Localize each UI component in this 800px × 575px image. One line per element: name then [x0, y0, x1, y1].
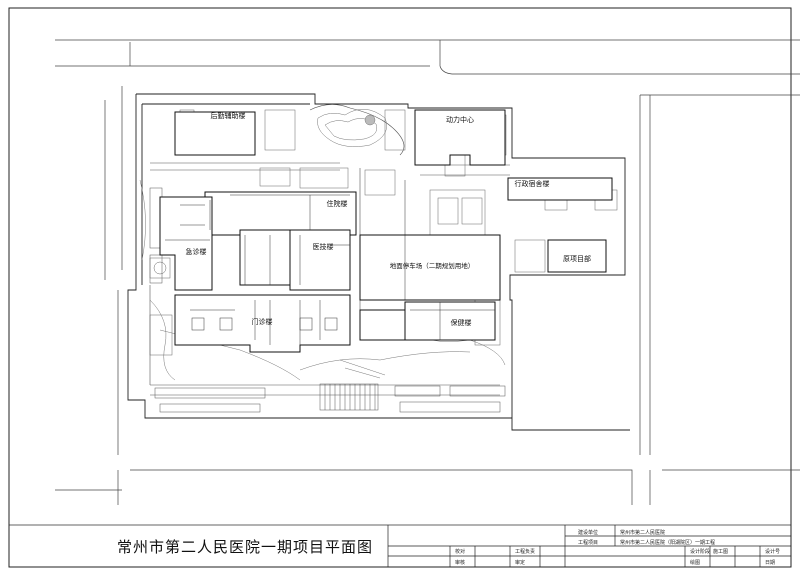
tb-design-stage-label: 设计阶段	[690, 549, 711, 555]
label-healthcare: 保健楼	[451, 318, 472, 327]
parking-rows	[149, 187, 506, 413]
label-parking: 地面停车场（二期规划用地）	[390, 261, 475, 270]
building-core	[239, 229, 291, 286]
drawing-title: 常州市第二人民医院一期项目平面图	[116, 538, 373, 556]
building-power-center	[414, 109, 506, 166]
sheet-border	[8, 7, 792, 568]
building-healthcare	[404, 301, 496, 341]
tb-audit-label: 审核	[455, 560, 466, 566]
site-boundary	[127, 93, 630, 431]
building-interiors	[165, 194, 495, 345]
label-original-project: 原项目部	[563, 254, 591, 263]
building-admin-dorm	[507, 177, 613, 201]
building-original-project	[547, 239, 607, 273]
tb-project-label: 工程项目	[578, 540, 599, 546]
label-admin-dorm: 行政宿舍楼	[515, 179, 550, 188]
title-block	[8, 524, 792, 568]
tb-check-label: 校对	[455, 549, 466, 555]
tb-client-label: 建设单位	[578, 530, 599, 536]
label-emergency: 急诊楼	[186, 247, 207, 256]
building-logistics	[174, 111, 256, 156]
tb-project-lead-label: 工程负责	[515, 549, 536, 555]
label-inpatient: 住院楼	[327, 199, 348, 208]
building-outpatient	[174, 294, 351, 353]
building-medtech	[289, 229, 351, 291]
building-inpatient	[204, 191, 357, 236]
area-parking	[359, 234, 501, 301]
tb-design-stage-value: 施工图	[713, 549, 729, 555]
label-medtech: 医技楼	[313, 242, 334, 251]
building-labels: 后勤辅助楼 动力中心 住院楼 行政宿舍楼 急诊楼 医技楼 地面停车场（二期规划用…	[186, 111, 592, 327]
label-logistics: 后勤辅助楼	[211, 111, 246, 120]
tb-drawing-no-label: 设计号	[765, 549, 781, 555]
tb-date-label: 日期	[765, 560, 776, 566]
label-power-center: 动力中心	[446, 115, 474, 124]
building-link	[359, 309, 406, 341]
tb-project-value: 常州市第二人民医院（阳湖院区）一期工程	[620, 540, 716, 546]
tb-client-value: 常州市第二人民医院	[620, 530, 666, 536]
road-lines	[55, 39, 800, 505]
tb-draw-label: 绘图	[690, 560, 701, 566]
building-emergency	[159, 196, 213, 291]
label-outpatient: 门诊楼	[252, 317, 273, 326]
tb-approve-label: 审定	[515, 560, 526, 566]
buildings	[159, 109, 613, 353]
